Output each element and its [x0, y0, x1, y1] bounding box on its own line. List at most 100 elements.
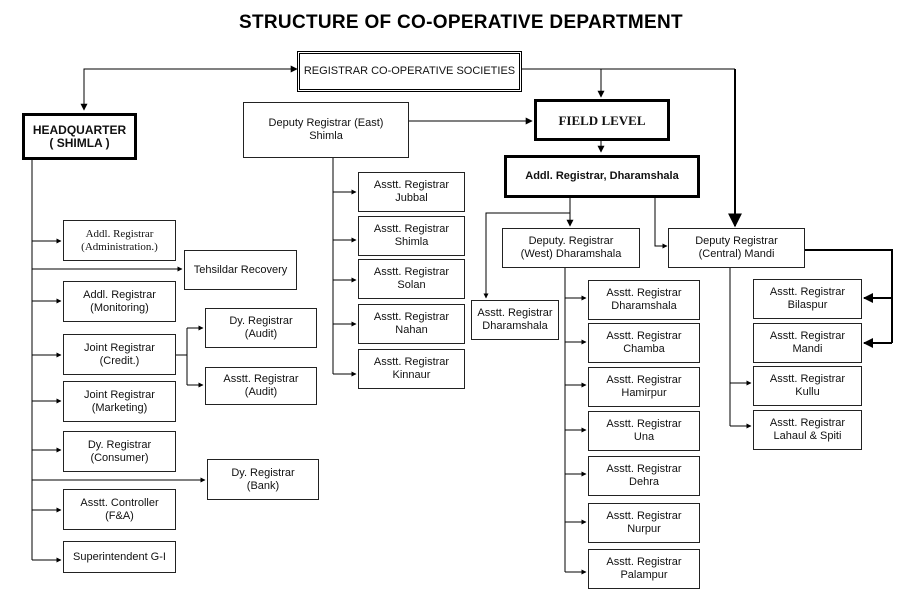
node-label-line: Hamirpur [621, 387, 667, 399]
node-label-line: Dharamshala [482, 320, 548, 332]
node-addl-dharamshala: Addl. Registrar, Dharamshala [504, 155, 700, 198]
node-field-level: FIELD LEVEL [534, 99, 670, 141]
node-label-line: Asstt. Registrar [606, 510, 682, 522]
node-label-line: Una [633, 431, 655, 443]
node-label-line: Asstt. Registrar [606, 556, 682, 568]
node-label-line: (West) Dharamshala [520, 248, 622, 260]
node-label-line: Nahan [395, 324, 428, 336]
node-label-line: (Monitoring) [90, 301, 149, 314]
node-dr-east: Deputy Registrar (East)Shimla [243, 102, 409, 158]
node-label-line: Asstt. Registrar [769, 373, 846, 385]
node-label-line: Lahaul & Spiti [773, 430, 842, 442]
edge-credit-sub [176, 328, 188, 385]
page-title: STRUCTURE OF CO-OPERATIVE DEPARTMENT [239, 12, 683, 33]
node-registrar: REGISTRAR CO-OPERATIVE SOCIETIES [297, 51, 522, 92]
node-dr-central: Deputy Registrar(Central) Mandi [668, 228, 805, 268]
node-label-line: (Administration.) [81, 240, 158, 253]
node-label-line: Chamba [623, 343, 665, 355]
node-label-line: Deputy Registrar (East) [268, 117, 384, 129]
node-label-line: Asstt. Registrar [606, 287, 682, 299]
node-label-line: Dy. Registrar [231, 466, 295, 479]
node-label-line: Asstt. Registrar [606, 463, 682, 475]
node-label-line: FIELD LEVEL [558, 112, 646, 128]
node-label-line: Superintendent G-I [73, 550, 166, 563]
node-label-line: ( SHIMLA ) [49, 135, 110, 150]
node-label-line: (Marketing) [91, 401, 148, 414]
node-hq-joint-credit: Joint Registrar(Credit.) [63, 334, 176, 375]
node-label-line: Asstt. Controller [80, 496, 159, 509]
node-dr-west: Deputy. Registrar(West) Dharamshala [502, 228, 640, 268]
node-label-line: Asstt. Registrar [606, 330, 682, 342]
node-label-line: Nurpur [627, 523, 661, 535]
node-label-line: Palampur [620, 569, 668, 581]
node-headquarter: HEADQUARTER( SHIMLA ) [22, 113, 137, 160]
node-label-line: Deputy Registrar [695, 235, 778, 247]
node-label-line: Dharamshala [611, 300, 677, 312]
node-label-line: (F&A) [105, 509, 134, 522]
node-label-line: Mandi [792, 343, 823, 355]
node-label-line: Shimla [309, 130, 343, 142]
node-label-line: (Consumer) [90, 451, 149, 464]
node-label-line: Asstt. Registrar [373, 179, 450, 191]
node-hq-asstt-controller: Asstt. Controller(F&A) [63, 489, 176, 530]
node-label-line: Asstt. Registrar [606, 418, 682, 430]
node-hq-dy-bank: Dy. Registrar(Bank) [207, 459, 319, 500]
node-label-line: Asstt. Registrar [373, 266, 450, 278]
node-label-line: Dy. Registrar [87, 438, 152, 451]
node-label-line: Tehsildar Recovery [193, 263, 288, 276]
node-tehsildar: Tehsildar Recovery [184, 250, 297, 290]
node-label-line: (Audit) [244, 386, 278, 398]
node-label-line: Kullu [795, 386, 820, 398]
node-label-line: Asstt. Registrar [606, 374, 682, 386]
node-label-line: Addl. Registrar [85, 227, 154, 240]
node-label-line: Asstt. Registrar [477, 307, 553, 319]
node-label-line: (Bank) [246, 479, 280, 492]
node-label-line: Asstt. Registrar [373, 311, 450, 323]
node-label-line: (Central) Mandi [698, 248, 775, 260]
edge-addl-central [654, 198, 668, 249]
node-label-line: Kinnaur [392, 369, 431, 381]
node-label-line: (Credit.) [99, 354, 140, 367]
node-label-line: Asstt. Registrar [769, 286, 846, 298]
node-label-line: Joint Registrar [84, 388, 155, 401]
node-label-line: Addl. Registrar, Dharamshala [525, 170, 679, 182]
node-label-line: Bilaspur [787, 299, 828, 311]
node-hq-addl-admin: Addl. Registrar(Administration.) [63, 220, 176, 261]
node-label-line: Dehra [629, 476, 659, 488]
node-hq-dy-consumer: Dy. Registrar(Consumer) [63, 431, 176, 472]
node-label-line: Solan [397, 279, 426, 291]
node-label-line: Deputy. Registrar [528, 235, 614, 247]
node-label-line: Addl. Registrar [83, 288, 156, 301]
node-hq-dy-audit: Dy. Registrar(Audit) [205, 308, 317, 348]
edge-addl-direct [483, 212, 570, 299]
edge-registrar-headquarter [80, 65, 298, 111]
node-label-line: Asstt. Registrar [769, 417, 846, 429]
node-label-line: Joint Registrar [84, 341, 155, 354]
node-hq-addl-monitoring: Addl. Registrar(Monitoring) [63, 281, 176, 322]
node-label-line: HEADQUARTER [32, 122, 127, 137]
edge-central-right [805, 249, 893, 343]
node-label-line: Asstt. Registrar [373, 223, 450, 235]
node-label-line: (Audit) [244, 328, 278, 340]
node-label-line: Shimla [394, 236, 429, 248]
node-label-line: Dy. Registrar [229, 315, 293, 327]
node-label-line: Asstt. Registrar [373, 356, 450, 368]
